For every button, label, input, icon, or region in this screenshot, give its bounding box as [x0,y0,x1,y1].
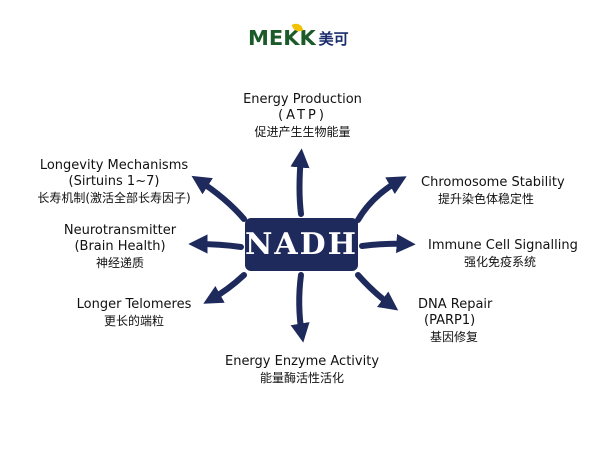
node-zh: 更长的端粒 [103,314,164,328]
nadh-label: NADH [244,227,359,262]
arrow-dna-repair [355,272,399,311]
node-longer-telomeres: Longer Telomeres 更长的端粒 [73,297,195,329]
node-en: Chromosome Stability [421,175,565,190]
arrow-longevity-mechanisms [191,175,247,222]
arrow-chromosome-stability [355,176,407,223]
node-en: Neurotransmitter [63,223,177,238]
node-zh: 促进产生生物能量 [254,125,351,139]
node-energy-enzyme-activity: Energy Enzyme Activity 能量酶活性活化 [222,354,382,386]
node-zh: 能量酶活性活化 [259,371,344,385]
brand-logo: MEKK 美可 [248,25,368,51]
node-en: Longer Telomeres [76,297,192,312]
arrow-neurotransmitter [188,234,244,254]
node-zh: 基因修复 [430,330,479,344]
node-en: Energy Enzyme Activity [224,354,380,369]
logo-cjk-name: 美可 [318,29,349,48]
node-sub: (ATP) [278,108,327,123]
node-en: Immune Cell Signalling [428,238,578,253]
node-zh: 强化免疫系统 [464,255,537,269]
node-en: Energy Production [243,92,362,107]
node-sub: (Sirtuins 1~7) [68,174,160,189]
arrow-energy-enzyme-activity [290,272,310,343]
node-sub: (Brain Health) [74,239,166,254]
node-neurotransmitter: Neurotransmitter (Brain Health) 神经递质 [50,223,190,271]
arrow-immune-cell-signalling [359,233,416,254]
node-en: Longevity Mechanisms [39,158,189,173]
node-zh: 长寿机制(激活全部长寿因子) [37,191,191,205]
node-sub: (PARP1) [424,313,476,328]
node-chromosome-stability: Chromosome Stability 提升染色体稳定性 [421,175,565,207]
nadh-center-box: NADH [245,218,358,271]
node-immune-cell-signalling: Immune Cell Signalling 强化免疫系统 [428,238,578,270]
node-en: DNA Repair [418,297,493,312]
node-energy-production: Energy Production (ATP) 促进产生生物能量 [230,92,375,140]
node-zh: 提升染色体稳定性 [438,192,535,206]
logo-wordmark: MEKK [248,26,316,50]
node-longevity-mechanisms: Longevity Mechanisms (Sirtuins 1~7) 长寿机制… [18,158,210,206]
node-zh: 神经递质 [95,256,144,270]
node-dna-repair: DNA Repair (PARP1) 基因修复 [418,297,492,345]
arrow-energy-production [290,148,310,217]
arrow-longer-telomeres [203,272,247,304]
